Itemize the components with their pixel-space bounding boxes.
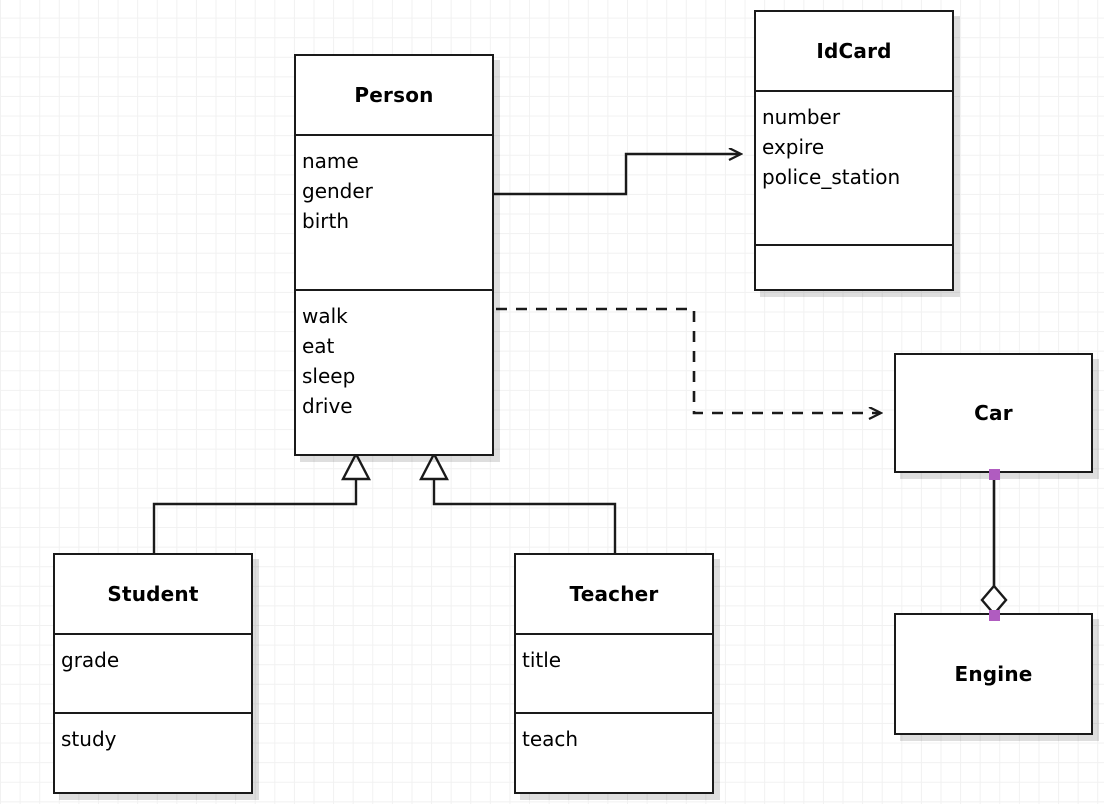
class-box-teacher[interactable]: Teacher title teach [514,553,714,794]
operation-item: eat [302,333,335,358]
class-name-label: Car [974,401,1013,425]
class-operations-person: walk eat sleep drive [296,288,492,454]
edge-student-person[interactable] [152,451,371,553]
edge-person-car[interactable] [496,307,880,413]
inheritance-arrowhead [419,451,449,481]
class-title-teacher: Teacher [516,555,712,633]
class-name-label: Person [354,83,434,108]
operation-item: teach [522,727,579,752]
class-box-idcard[interactable]: IdCard number expire police_station [754,10,954,291]
class-attributes-student: grade [55,632,251,713]
attribute-item: name [302,149,359,174]
class-attributes-teacher: title [516,632,712,713]
class-operations-student: study [55,712,251,792]
class-title-car: Car [896,355,1091,471]
class-name-label: Teacher [569,581,659,606]
class-name-label: Engine [954,662,1033,686]
attribute-item: title [522,647,562,672]
class-box-person[interactable]: Person name gender birth walk eat sleep … [294,54,494,456]
class-title-person: Person [296,56,492,134]
operation-item: study [61,727,117,752]
edge-teacher-person[interactable] [419,451,617,553]
edge-handle-source[interactable] [989,469,1000,480]
operation-item: walk [302,303,348,328]
class-name-label: IdCard [816,38,892,63]
edge-car-engine[interactable] [980,475,1008,616]
attribute-item: gender [302,179,373,204]
class-title-student: Student [55,555,251,633]
class-box-engine[interactable]: Engine [894,613,1093,735]
class-operations-idcard [756,243,952,289]
attribute-item: police_station [762,164,901,189]
class-name-label: Student [107,581,199,606]
class-title-engine: Engine [896,615,1091,733]
edge-handle-target[interactable] [989,610,1000,621]
operation-item: sleep [302,363,356,388]
edge-person-idcard[interactable] [494,154,740,196]
attribute-item: number [762,104,841,129]
class-operations-teacher: teach [516,712,712,792]
operation-item: drive [302,393,353,418]
attribute-item: grade [61,647,120,672]
inheritance-arrowhead [341,451,371,481]
class-box-student[interactable]: Student grade study [53,553,253,794]
class-attributes-person: name gender birth [296,134,492,288]
class-attributes-idcard: number expire police_station [756,89,952,244]
attribute-item: birth [302,209,349,234]
class-title-idcard: IdCard [756,12,952,90]
attribute-item: expire [762,134,825,159]
class-box-car[interactable]: Car [894,353,1093,473]
